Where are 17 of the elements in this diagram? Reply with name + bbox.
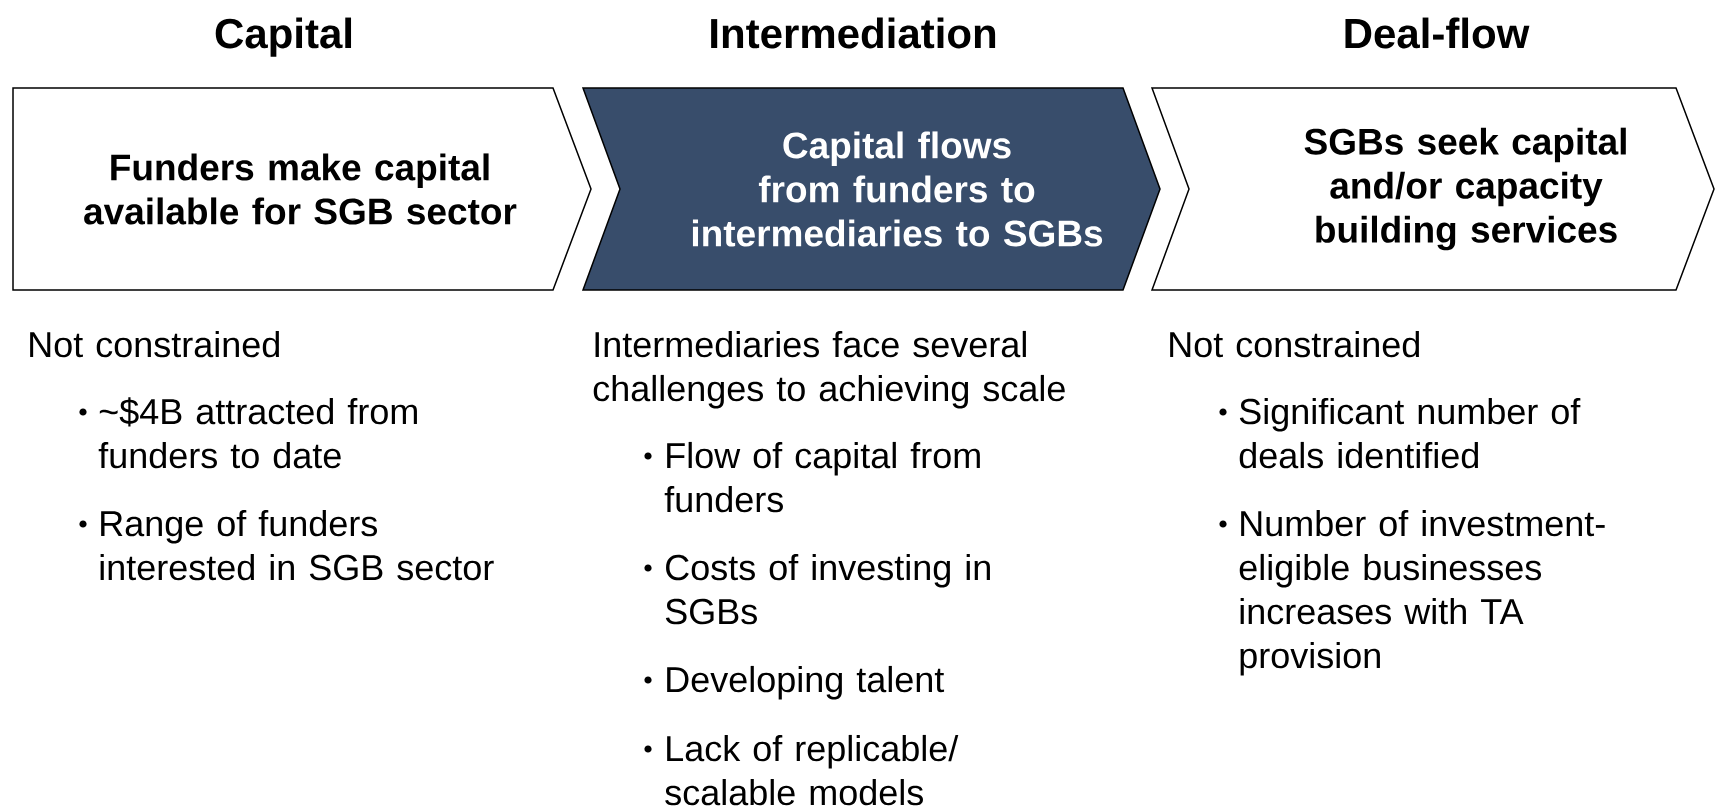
heading: Capital — [215, 17, 352, 57]
intro-text: Not constrained — [1170, 330, 1419, 358]
heading: Intermediation — [711, 17, 996, 49]
heading: Deal-flow — [1345, 17, 1530, 49]
chevron-box: Funders make capital available for SGB sector — [12, 87, 592, 291]
bullet-item: Lack of replicable/ scalable models — [644, 734, 959, 806]
bullet-item: Range of funders interested in SGB sector — [79, 509, 494, 581]
bullet-item: ~$4B attracted from funders to date — [79, 397, 417, 469]
bullet-item: Flow of capital from funders — [644, 441, 980, 513]
bullet-item: Costs of investing in SGBs — [644, 553, 990, 625]
intro-text: Intermediaries face several challenges to achieving scale — [593, 330, 1065, 409]
bullet-item: Significant number of deals identified — [1219, 397, 1581, 469]
intro-text: Not constrained — [30, 330, 279, 358]
bullet-item: Number of investment-eligible businesses increases with TA provision — [1219, 509, 1605, 676]
chevron-box: Capital flows from funders to intermediaries to SGBs — [581, 87, 1161, 291]
bullet-item: Developing talent — [644, 665, 945, 700]
chevron-box: SGBs seek capital and/or capacity building services — [1150, 87, 1715, 291]
